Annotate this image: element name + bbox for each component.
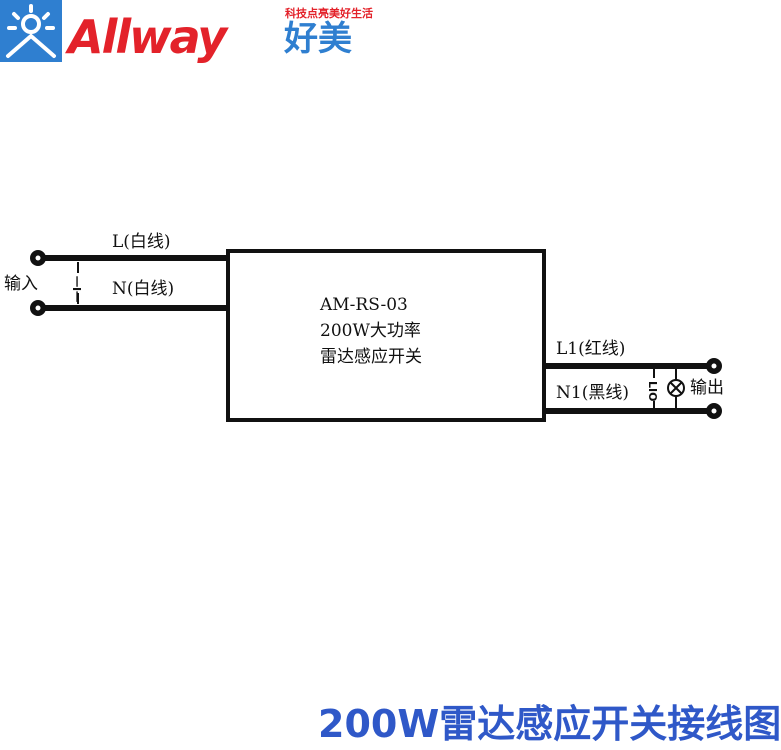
logo-icon — [0, 0, 62, 62]
output-load-label: LIO — [646, 381, 659, 401]
input-l-terminal-hole — [35, 255, 41, 261]
wiring-diagram: 一I一 LIO — [30, 249, 722, 422]
brand-name: Allway — [68, 10, 227, 64]
output-n-wire-label: N1(黑线) — [556, 383, 629, 403]
input-n-wire-label: N(白线) — [112, 279, 175, 299]
output-n-terminal-hole — [711, 408, 717, 414]
device-box — [226, 249, 546, 422]
output-label: 输出 — [690, 378, 724, 398]
brand-name-cn: 好美 — [284, 19, 352, 59]
input-n-terminal-hole — [35, 305, 41, 311]
brand-tagline: 科技点亮美好生活 — [285, 7, 373, 20]
device-name: 雷达感应开关 — [320, 347, 422, 367]
input-l-wire-label: L(白线) — [112, 232, 171, 252]
input-label: 输入 — [4, 274, 38, 294]
device-model: AM-RS-03 — [320, 295, 408, 315]
diagram-title: 200W雷达感应开关接线图 — [318, 702, 781, 746]
output-l-terminal-hole — [711, 363, 717, 369]
input-switch-label: 一I一 — [70, 276, 83, 302]
lamp-icon — [667, 369, 685, 408]
device-power: 200W大功率 — [320, 321, 421, 341]
output-l-wire-label: L1(红线) — [556, 339, 626, 359]
